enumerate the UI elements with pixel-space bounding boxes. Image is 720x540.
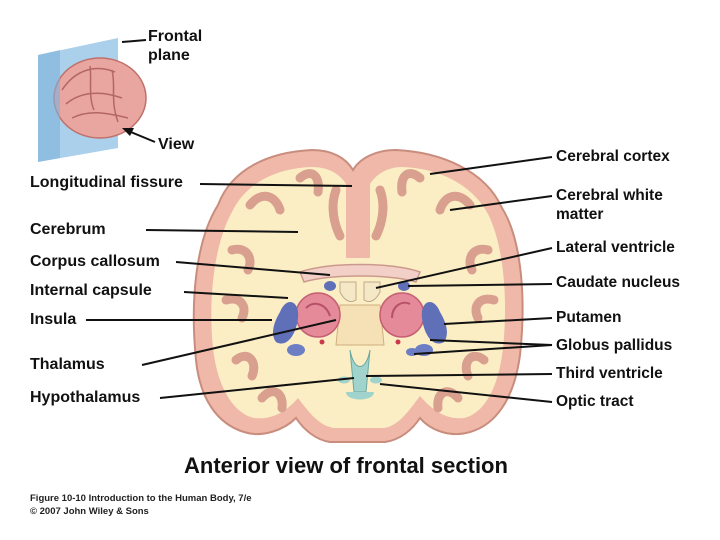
label-insula: Insula [30, 311, 77, 328]
inset-brain-illustration [38, 38, 156, 162]
inset-brain [53, 57, 147, 139]
lateral-ventricle-right [363, 281, 381, 303]
coronal-section [192, 148, 524, 443]
caudate-nucleus-right [398, 281, 410, 291]
label-view: View [158, 136, 195, 153]
label-hypothalamus: Hypothalamus [30, 389, 141, 406]
label-frontal-plane-line1: Frontal [148, 28, 203, 45]
label-corpus-callosum: Corpus callosum [30, 253, 160, 270]
label-longitudinal-fissure: Longitudinal fissure [30, 174, 183, 191]
figure-credit-line2: © 2007 John Wiley & Sons [30, 506, 149, 517]
label-cerebral-cortex: Cerebral cortex [556, 148, 670, 165]
label-frontal-plane-line2: plane [148, 47, 190, 64]
third-ventricle-shape [349, 349, 371, 393]
plane-leader [121, 39, 147, 43]
leader-lines [86, 156, 553, 403]
label-cerebral-white-matter-line1: Cerebral white [556, 187, 663, 204]
putamen-right [421, 301, 447, 344]
label-cerebrum: Cerebrum [30, 221, 106, 238]
label-internal-capsule: Internal capsule [30, 282, 152, 299]
label-third-ventricle: Third ventricle [556, 365, 663, 382]
label-putamen: Putamen [556, 309, 622, 326]
label-caudate-nucleus: Caudate nucleus [556, 274, 681, 291]
globus-pallidus-right [379, 292, 425, 338]
globus-pallidus-left [295, 292, 341, 338]
figure-caption: Anterior view of frontal section [184, 453, 508, 478]
lateral-ventricle-left [339, 281, 357, 303]
corpus-callosum-shape [299, 263, 421, 283]
thalamus-shape [335, 304, 385, 346]
label-optic-tract: Optic tract [556, 393, 634, 410]
optic-tract-right [370, 376, 382, 384]
figure-credit-line1: Figure 10-10 Introduction to the Human B… [30, 493, 252, 504]
caudate-nucleus-left [324, 281, 336, 291]
label-globus-pallidus: Globus pallidus [556, 337, 673, 354]
label-lateral-ventricle: Lateral ventricle [556, 239, 675, 256]
label-thalamus: Thalamus [30, 356, 105, 373]
label-cerebral-white-matter-line2: matter [556, 206, 604, 223]
